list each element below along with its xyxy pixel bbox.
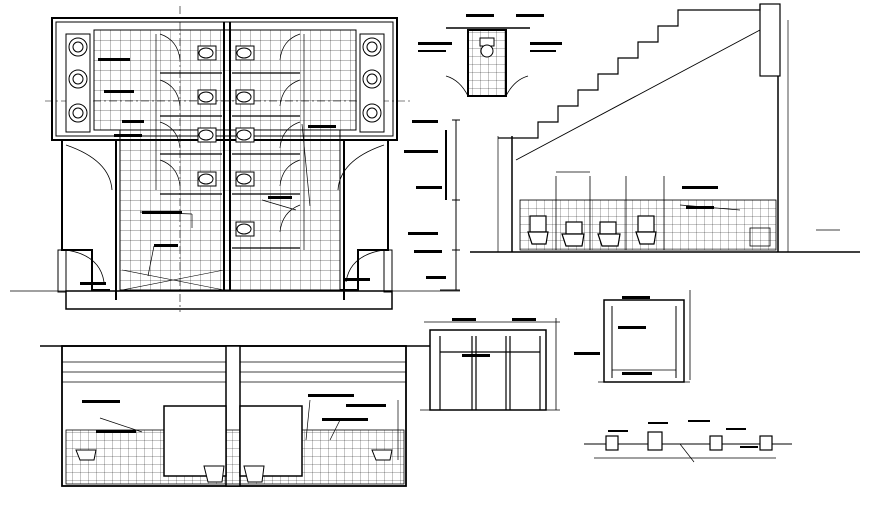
partition-elevation-b	[598, 290, 691, 383]
toilet-block-plan	[10, 6, 460, 312]
wc-pan-icon	[197, 45, 255, 237]
floor-trap-detail	[584, 431, 792, 463]
staircase-section-with-wcs	[440, 3, 860, 291]
stair-profile-icon	[498, 4, 761, 161]
partition-elevation-a	[420, 318, 560, 411]
toilet-block-elevation	[40, 345, 430, 487]
annotation-bars	[80, 14, 758, 448]
wash-basin-icon	[65, 33, 385, 133]
toilet-cubicle-detail	[445, 27, 530, 97]
